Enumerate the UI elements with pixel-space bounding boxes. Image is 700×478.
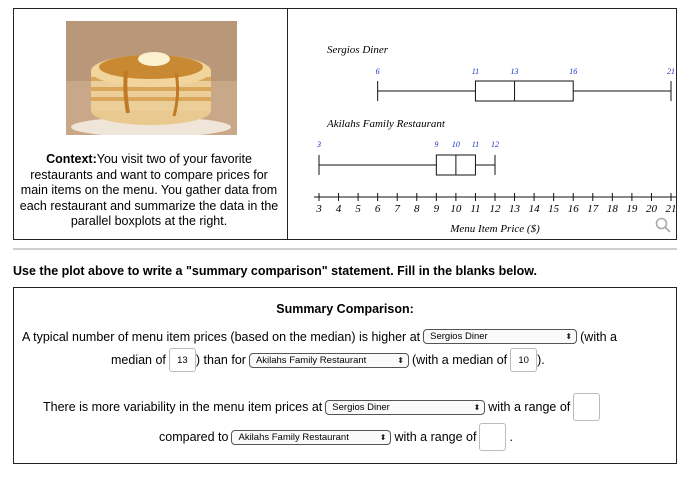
x-tick-label-13: 13: [509, 203, 521, 215]
summary-line-3: There is more variability in the menu it…: [43, 393, 603, 421]
line1-text-a: A typical number of menu item prices (ba…: [22, 329, 421, 344]
median-1-input[interactable]: 13: [168, 348, 196, 372]
lower-median-select[interactable]: Akilahs Family Restaurant ⬍: [248, 352, 409, 368]
x-tick-label-5: 5: [355, 203, 361, 215]
updown-chevron-icon: ⬍: [379, 432, 387, 442]
range-1-input[interactable]: [573, 393, 601, 421]
updown-chevron-icon: ⬍: [473, 402, 481, 412]
panel-divider: [287, 9, 288, 239]
summary-line-2: median of 13 ) than for Akilahs Family R…: [111, 348, 545, 372]
line2-text-b: ) than for: [195, 353, 246, 367]
series-label-sergios-diner: Sergios Diner: [327, 44, 389, 56]
value-label-q1-akilahs-family-restaurant: 9: [434, 140, 438, 149]
value-label-median-akilahs-family-restaurant: 10: [452, 140, 460, 149]
less-variability-select-value: Akilahs Family Restaurant: [238, 431, 349, 443]
section-divider: [13, 248, 677, 250]
x-tick-label-16: 16: [568, 203, 580, 215]
x-tick-label-3: 3: [315, 203, 322, 215]
line2-text-c: (with a median of: [411, 353, 508, 367]
context-body: You visit two of your favorite restauran…: [19, 152, 279, 228]
value-label-q1-sergios-diner: 11: [472, 67, 479, 76]
value-label-min-akilahs-family-restaurant: 3: [316, 140, 321, 149]
more-variability-select-value: Sergios Diner: [332, 401, 390, 413]
x-tick-label-17: 17: [587, 203, 599, 215]
pancake-image: [66, 21, 237, 135]
x-tick-label-10: 10: [450, 203, 462, 215]
iqr-box-sergios-diner: [474, 80, 574, 102]
higher-median-select-value: Sergios Diner: [430, 331, 488, 342]
context-text: Context:You visit two of your favorite r…: [18, 152, 280, 230]
summary-panel: Summary Comparison: A typical number of …: [13, 287, 677, 464]
line4-text-b: with a range of: [394, 430, 477, 444]
x-axis-title: Menu Item Price ($): [449, 223, 540, 235]
updown-chevron-icon: ⬍: [397, 355, 404, 365]
value-label-min-sergios-diner: 6: [376, 67, 380, 76]
line2-text-d: ).: [537, 353, 545, 367]
x-tick-label-7: 7: [394, 203, 400, 215]
x-tick-label-6: 6: [375, 203, 381, 215]
value-label-max-sergios-diner: 21: [667, 67, 675, 76]
value-label-q3-sergios-diner: 16: [569, 67, 577, 76]
less-variability-select[interactable]: Akilahs Family Restaurant ⬍: [231, 429, 392, 445]
line3-text-b: with a range of: [488, 400, 571, 414]
search-icon[interactable]: [655, 217, 671, 233]
x-tick-label-21: 21: [666, 203, 677, 215]
lower-median-select-value: Akilahs Family Restaurant: [255, 354, 367, 366]
x-tick-label-11: 11: [470, 203, 480, 215]
summary-line-4: compared to Akilahs Family Restaurant ⬍ …: [159, 423, 513, 451]
x-tick-label-15: 15: [548, 203, 560, 215]
line4-text-c: .: [509, 430, 513, 444]
value-label-q3-akilahs-family-restaurant: 11: [472, 140, 479, 149]
instructions-text: Use the plot above to write a "summary c…: [13, 264, 538, 278]
summary-title: Summary Comparison:: [276, 302, 414, 316]
line4-text-a: compared to: [159, 430, 229, 444]
x-tick-label-19: 19: [626, 203, 638, 215]
x-tick-label-4: 4: [336, 203, 342, 215]
context-label: Context:: [46, 152, 97, 166]
more-variability-select[interactable]: Sergios Diner ⬍: [325, 399, 486, 415]
x-tick-label-14: 14: [529, 203, 541, 215]
value-label-max-akilahs-family-restaurant: 12: [491, 140, 499, 149]
range-2-input[interactable]: [479, 423, 507, 451]
median-2-input[interactable]: 10: [510, 348, 538, 372]
x-tick-label-18: 18: [607, 203, 619, 215]
problem-panel: Context:You visit two of your favorite r…: [13, 8, 677, 240]
summary-line-1: A typical number of menu item prices (ba…: [22, 329, 617, 344]
line2-text-a: median of: [111, 353, 166, 367]
line3-text-a: There is more variability in the menu it…: [43, 400, 323, 414]
x-tick-label-12: 12: [490, 203, 502, 215]
x-tick-label-20: 20: [646, 203, 658, 215]
x-tick-label-9: 9: [434, 203, 440, 215]
line1-text-b: (with a: [580, 329, 617, 344]
value-label-median-sergios-diner: 13: [511, 67, 519, 76]
series-label-akilahs-family-restaurant: Akilahs Family Restaurant: [326, 118, 446, 130]
x-tick-label-8: 8: [414, 203, 420, 215]
updown-chevron-icon: ⬍: [565, 332, 573, 341]
higher-median-select[interactable]: Sergios Diner ⬍: [423, 329, 578, 344]
